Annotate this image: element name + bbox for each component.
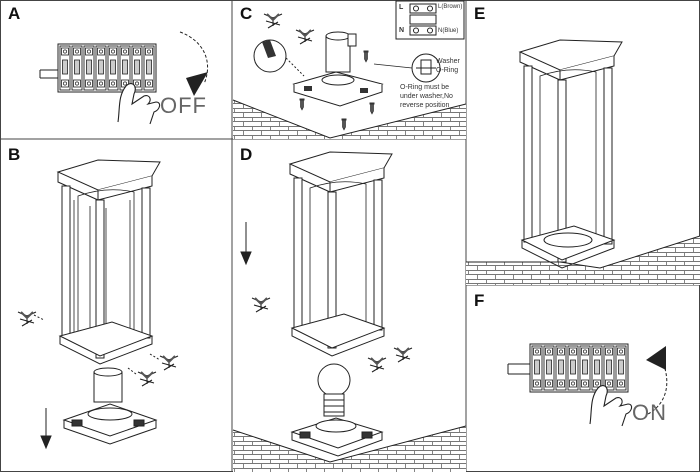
terminal-l: L — [399, 4, 404, 11]
panel-b-lamp-exploded — [17, 159, 179, 450]
panel-label-d: D — [240, 145, 253, 164]
panel-label-f: F — [474, 291, 485, 310]
warning-line-1: O-Ring must be — [400, 84, 450, 91]
wire-label-brown: L(Brown) — [438, 4, 463, 10]
terminal-n: N — [399, 27, 405, 34]
panel-label-e: E — [474, 4, 486, 23]
panel-label-a: A — [8, 4, 21, 23]
panel-e-assembled — [466, 39, 700, 285]
caption-on: ON — [632, 400, 667, 425]
wire-label-blue: N(Blue) — [438, 28, 459, 34]
o-ring-label: O-Ring — [436, 67, 459, 74]
panel-c-wiring — [232, 0, 467, 139]
panel-label-b: B — [8, 145, 21, 164]
panel-d-bulb-install — [232, 151, 467, 472]
warning-line-2: under washer,No — [400, 93, 453, 100]
warning-line-3: reverse position — [400, 102, 450, 109]
washer-label: Washer — [436, 58, 460, 65]
panel-label-c: C — [240, 4, 253, 23]
caption-off: OFF — [160, 93, 207, 118]
panel-f-breaker-on — [507, 343, 668, 427]
panel-a-breaker-off — [39, 31, 209, 125]
